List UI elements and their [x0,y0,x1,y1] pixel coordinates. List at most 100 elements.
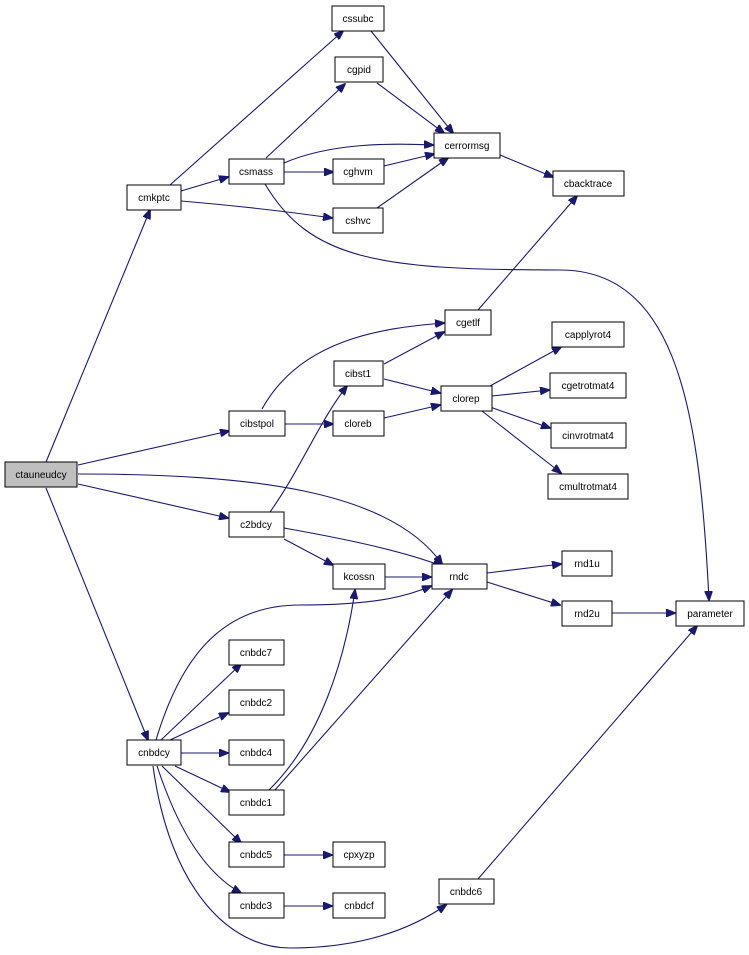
node-cibst1[interactable]: cibst1 [333,360,384,387]
node-cnbdc7-label: cnbdc7 [240,648,273,659]
edge-cibstpol-cgetlf [261,323,444,410]
edge-rndc-rnd1u [486,564,561,574]
node-cpxyzp[interactable]: cpxyzp [332,841,386,868]
edge-cmkptc-cshvc [180,200,332,218]
node-cpxyzp-label: cpxyzp [343,850,375,861]
edge-ctauneudcy-rndc [77,473,442,564]
node-cloreb[interactable]: cloreb [332,410,385,437]
node-cnbdc4[interactable]: cnbdc4 [228,739,285,766]
node-cerrormsg[interactable]: cerrormsg [433,132,501,159]
node-csmass-label: csmass [239,167,273,178]
node-cnbdc5[interactable]: cnbdc5 [228,841,285,868]
edge-cmkptc-cssubc [169,31,343,186]
edge-csmass-parameter [264,183,709,600]
node-c2bdcy-label: c2bdcy [240,520,272,531]
node-cerrormsg-label: cerrormsg [444,141,489,152]
edge-cerrormsg-cbacktrace [499,154,553,177]
node-cnbdc2[interactable]: cnbdc2 [228,689,285,716]
edge-c2bdcy-cibst1 [269,386,347,513]
edge-c2bdcy-rndc [283,527,442,566]
node-cnbdc2-label: cnbdc2 [240,698,273,709]
edge-cnbdcy-rndc [155,586,431,741]
edge-ctauneudcy-cibstpol [77,431,229,466]
edges [45,30,709,949]
node-cshvc-label: cshvc [345,216,371,227]
edge-ctauneudcy-cnbdcy [45,487,148,740]
edge-cnbdcy-cnbdc5 [161,765,241,843]
node-cnbdc1[interactable]: cnbdc1 [228,789,285,816]
node-cgetlf-label: cgetlf [456,318,480,329]
edge-cloreb-clorep [383,405,440,419]
edge-cshvc-cerrormsg [376,158,448,209]
edge-c2bdcy-kcossn [283,538,333,565]
node-c2bdcy[interactable]: c2bdcy [228,511,285,538]
edge-clorep-cgetrotmat4 [491,390,549,397]
node-cibstpol[interactable]: cibstpol [228,410,286,437]
edge-cnbdcy-cnbdc7 [160,664,241,741]
node-parameter[interactable]: parameter [675,600,745,627]
node-cnbdc4-label: cnbdc4 [240,748,273,759]
node-cshvc[interactable]: cshvc [332,207,384,234]
edge-cnbdc1-rndc [274,590,452,791]
node-cgetlf[interactable]: cgetlf [444,309,492,336]
node-cibstpol-label: cibstpol [240,419,274,430]
node-cnbdcf-label: cnbdcf [344,901,374,912]
node-cnbdc3[interactable]: cnbdc3 [228,892,285,919]
node-rnd2u[interactable]: rnd2u [561,600,613,627]
node-cghvm[interactable]: cghvm [332,158,385,185]
node-cinvrotmat4-label: cinvrotmat4 [562,431,614,442]
node-cssubc-label: cssubc [342,14,373,25]
edge-rndc-rnd2u [486,581,560,605]
node-cnbdcy[interactable]: cnbdcy [126,739,182,766]
edge-cssubc-cerrormsg [370,30,453,133]
node-cnbdc5-label: cnbdc5 [240,850,273,861]
node-csmass[interactable]: csmass [228,158,285,185]
node-ctauneudcy[interactable]: ctauneudcy [4,461,78,488]
edge-cnbdc6-parameter [477,626,697,880]
node-cgpid[interactable]: cgpid [334,56,384,83]
node-cnbdc6-label: cnbdc6 [450,887,483,898]
node-parameter-label: parameter [687,609,733,620]
node-capplyrot4[interactable]: capplyrot4 [551,321,625,348]
node-rnd2u-label: rnd2u [574,609,600,620]
node-cinvrotmat4[interactable]: cinvrotmat4 [550,422,627,449]
node-rnd1u-label: rnd1u [574,559,600,570]
node-cnbdc6[interactable]: cnbdc6 [438,878,495,905]
node-clorep-label: clorep [452,394,480,405]
edge-clorep-capplyrot4 [489,347,561,387]
edge-cgpid-cerrormsg [376,82,444,133]
node-cnbdc1-label: cnbdc1 [240,798,273,809]
edge-cmkptc-csmass [180,177,228,192]
node-clorep[interactable]: clorep [440,385,493,412]
node-cbacktrace[interactable]: cbacktrace [552,170,625,197]
node-cbacktrace-label: cbacktrace [564,179,613,190]
node-cgetrotmat4[interactable]: cgetrotmat4 [549,372,627,399]
node-cnbdcy-label: cnbdcy [138,748,170,759]
node-cnbdc7[interactable]: cnbdc7 [228,639,285,666]
node-cmultrotmat4[interactable]: cmultrotmat4 [547,473,629,500]
node-cssubc[interactable]: cssubc [331,5,385,32]
edge-csmass-cerrormsg [283,144,433,164]
edge-cnbdcy-cnbdc3 [156,765,241,893]
node-rnd1u[interactable]: rnd1u [561,550,613,577]
node-kcossn-label: kcossn [343,572,374,583]
node-kcossn[interactable]: kcossn [332,563,386,590]
edge-csmass-cgpid [265,84,345,159]
node-cgpid-label: cgpid [347,65,371,76]
node-cmkptc[interactable]: cmkptc [126,184,182,211]
edge-cgetlf-cbacktrace [477,196,577,311]
node-cmultrotmat4-label: cmultrotmat4 [559,482,617,493]
edge-ctauneudcy-cmkptc [45,210,150,463]
node-cnbdcf[interactable]: cnbdcf [332,892,386,919]
edge-ctauneudcy-c2bdcy [77,483,228,518]
node-rndc[interactable]: rndc [431,563,488,590]
node-cmkptc-label: cmkptc [138,193,170,204]
nodes: ctauneudcy cmkptc cssubc cgpid csmass cg… [4,5,745,919]
edge-clorep-cinvrotmat4 [489,406,550,428]
edge-cnbdcy-cnbdc1 [174,765,230,792]
edge-cibst1-cgetlf [383,332,444,365]
node-cloreb-label: cloreb [344,419,372,430]
node-cnbdc3-label: cnbdc3 [240,901,273,912]
node-ctauneudcy-label: ctauneudcy [15,470,66,481]
